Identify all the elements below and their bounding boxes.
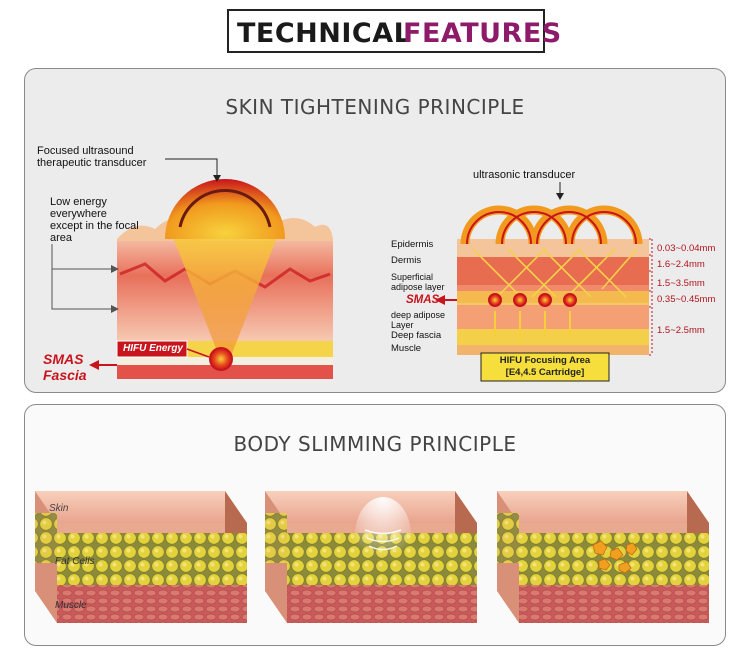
page-title: TECHNICAL FEATURES <box>227 9 545 53</box>
focus-area-label-2: [E4,4.5 Cartridge] <box>481 367 609 378</box>
smas-label: SMAS <box>43 351 83 367</box>
layer-epidermis: Epidermis <box>391 239 433 251</box>
focus-area-label-1: HIFU Focusing Area <box>481 355 609 366</box>
layer-smas: SMAS <box>406 292 439 308</box>
layer-dermis: Dermis <box>391 255 421 267</box>
hifu-energy-label: HIFU Energy <box>118 343 188 354</box>
depth-2: 1.5~3.5mm <box>657 278 705 289</box>
depth-3: 0.35~0.45mm <box>657 294 715 305</box>
left-skin-block <box>52 159 333 379</box>
right-skin-block <box>435 182 652 381</box>
depth-4: 1.5~2.5mm <box>657 325 705 336</box>
ultrasonic-transducer-label: ultrasonic transducer <box>473 169 575 181</box>
body-slimming-diagram <box>25 405 727 647</box>
skin-tightening-panel: SKIN TIGHTENING PRINCIPLE <box>24 68 726 393</box>
depth-1: 1.6~2.4mm <box>657 259 705 270</box>
depth-0: 0.03~0.04mm <box>657 243 715 254</box>
fascia-label: Fascia <box>43 367 87 383</box>
layer-muscle: Muscle <box>391 343 421 355</box>
body-slimming-panel: BODY SLIMMING PRINCIPLE <box>24 404 726 646</box>
slim-block-ultrasound <box>265 491 477 623</box>
layer-superficial-adipose: Superficial adipose layer <box>391 272 457 292</box>
title-part2: FEATURES <box>403 18 562 49</box>
fat-cells-label: Fat Cells <box>55 556 94 567</box>
muscle-label: Muscle <box>55 600 87 611</box>
skin-label: Skin <box>49 503 68 514</box>
transducer-label: Focused ultrasound therapeutic transduce… <box>37 145 177 169</box>
title-part1: TECHNICAL <box>237 18 411 49</box>
layer-deep-adipose: deep adipose Layer <box>391 310 457 330</box>
low-energy-label: Low energy everywhere except in the foca… <box>50 196 140 244</box>
slim-block-destroyed <box>497 491 709 623</box>
layer-deep-fascia: Deep fascia <box>391 330 441 342</box>
